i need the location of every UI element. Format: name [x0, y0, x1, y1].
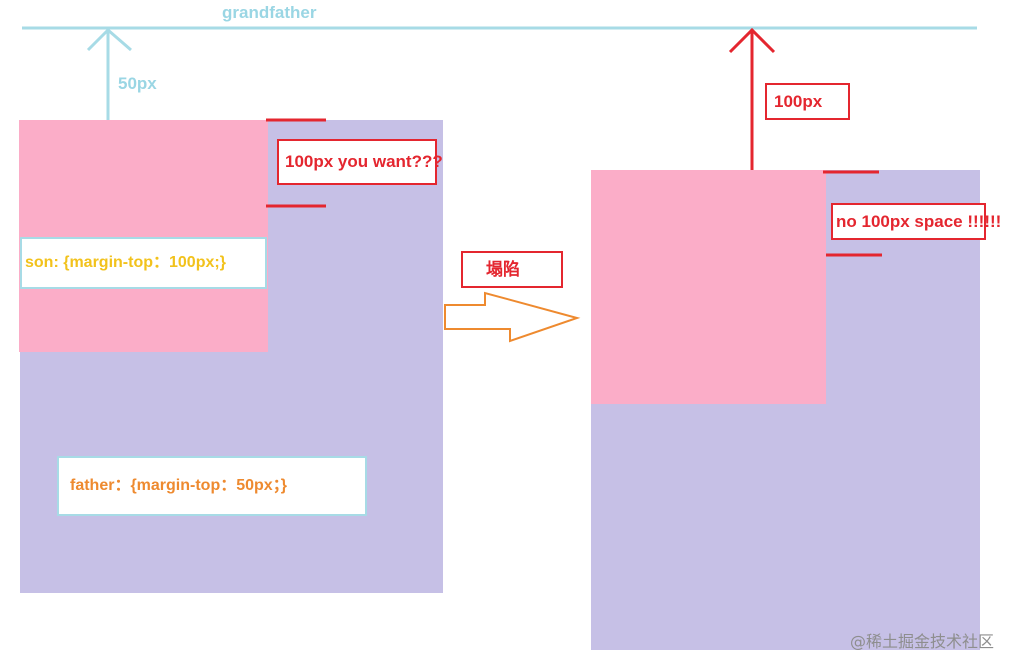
son-css-callout: son: {margin-top：100px;}: [20, 237, 267, 289]
margin-100px-callout: 100px: [765, 83, 850, 120]
grandfather-label: grandfather: [222, 3, 317, 22]
question-callout: 100px you want???: [277, 139, 443, 185]
margin-50px-arrow: [86, 27, 132, 120]
son-box-left: [19, 120, 268, 352]
son-box-right: [591, 170, 826, 404]
collapse-callout: 塌陷: [461, 251, 563, 288]
father-css-callout: father：{margin-top：50px；}: [57, 456, 367, 516]
no-space-callout: no 100px space !!!!!!: [831, 203, 1001, 240]
watermark: @稀土掘金技术社区: [850, 632, 995, 651]
margin-100px-arrow: [728, 27, 776, 170]
collapse-arrow: [444, 291, 581, 343]
margin-50px-label: 50px: [118, 74, 157, 93]
